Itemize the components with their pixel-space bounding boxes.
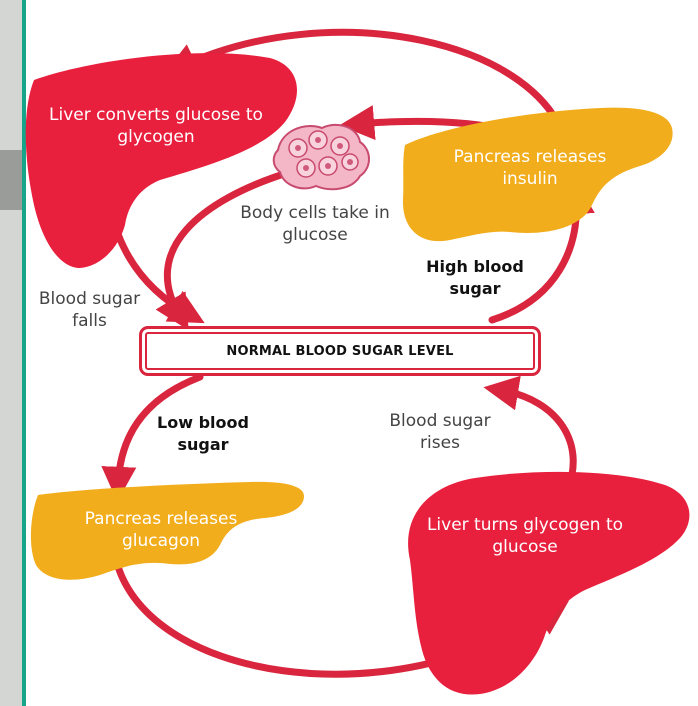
high-blood-sugar-label: High blood sugar [420, 256, 530, 300]
body-cells-icon [274, 125, 369, 189]
low-blood-sugar-label: Low blood sugar [148, 412, 258, 456]
normal-blood-sugar-box: NORMAL BLOOD SUGAR LEVEL [139, 326, 541, 376]
page-edge [0, 0, 22, 706]
blood-sugar-falls-label: Blood sugar falls [32, 288, 147, 332]
pancreas-bottom-label: Pancreas releases glucagon [56, 508, 266, 552]
normal-blood-sugar-label: NORMAL BLOOD SUGAR LEVEL [226, 344, 453, 359]
blood-sugar-rises-label: Blood sugar rises [375, 410, 505, 454]
body-cells-label: Body cells take in glucose [240, 202, 390, 246]
pancreas-top-label: Pancreas releases insulin [440, 146, 620, 190]
liver-top-label: Liver converts glucose to glycogen [46, 104, 266, 148]
page-edge-shadow [0, 150, 22, 210]
liver-bottom-label: Liver turns glycogen to glucose [420, 514, 630, 558]
liver-bottom-icon [408, 472, 689, 695]
left-stripe [22, 0, 26, 706]
